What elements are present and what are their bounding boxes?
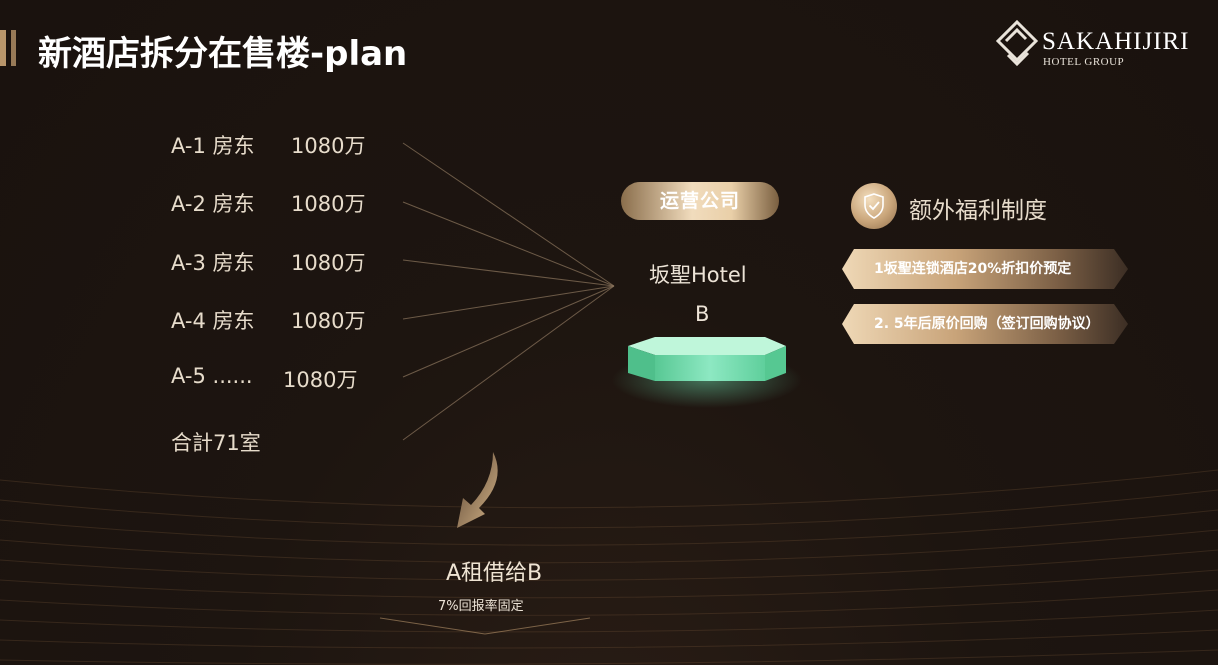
owner-row-5: A-5 ...... 1080万 (171, 364, 357, 392)
title-accent-bar (0, 30, 18, 66)
operator-badge: 运营公司 (621, 182, 779, 220)
hotel-name: 坂聖Hotel (649, 263, 747, 287)
owner-amount: 1080万 (283, 368, 358, 392)
owner-amount: 1080万 (291, 134, 366, 158)
owner-row-4: A-4 房东 1080万 (171, 305, 365, 335)
lease-title: A租借给B (446, 561, 543, 586)
logo-mark-icon (996, 20, 1038, 67)
benefit-item-1: 1坂聖连锁酒店20%折扣价预定 (842, 249, 1128, 289)
owner-row-3: A-3 房东 1080万 (171, 247, 365, 277)
owner-amount: 1080万 (291, 309, 366, 333)
owner-row-2: A-2 房东 1080万 (171, 188, 365, 218)
benefit-item-2: 2. 5年后原价回购（签订回购协议） (842, 304, 1128, 344)
curved-arrow-down-icon (457, 452, 498, 528)
hotel-platform (628, 337, 786, 381)
owner-amount: 1080万 (291, 251, 366, 275)
total-rooms: 合計71室 (171, 431, 261, 455)
benefit-badge-icon (851, 183, 897, 229)
benefits-title: 额外福利制度 (909, 198, 1047, 224)
logo-name: SAKAHIJIRI (1042, 28, 1190, 55)
hotel-code: B (695, 302, 710, 326)
owner-label: A-2 房东 (171, 192, 255, 216)
owner-label: A-3 房东 (171, 251, 255, 275)
owner-label: A-1 房东 (171, 134, 255, 158)
lease-subtitle: 7%回报率固定 (438, 599, 524, 614)
owner-label: A-4 房东 (171, 309, 255, 333)
owner-label: A-5 ...... (171, 364, 253, 388)
logo-subtitle: HOTEL GROUP (1043, 56, 1125, 68)
shield-check-icon (864, 193, 884, 219)
owner-amount: 1080万 (291, 192, 366, 216)
page-title: 新酒店拆分在售楼-plan (38, 34, 408, 74)
owner-row-1: A-1 房东 1080万 (171, 130, 365, 160)
company-logo: SAKAHIJIRI HOTEL GROUP (996, 18, 1196, 78)
